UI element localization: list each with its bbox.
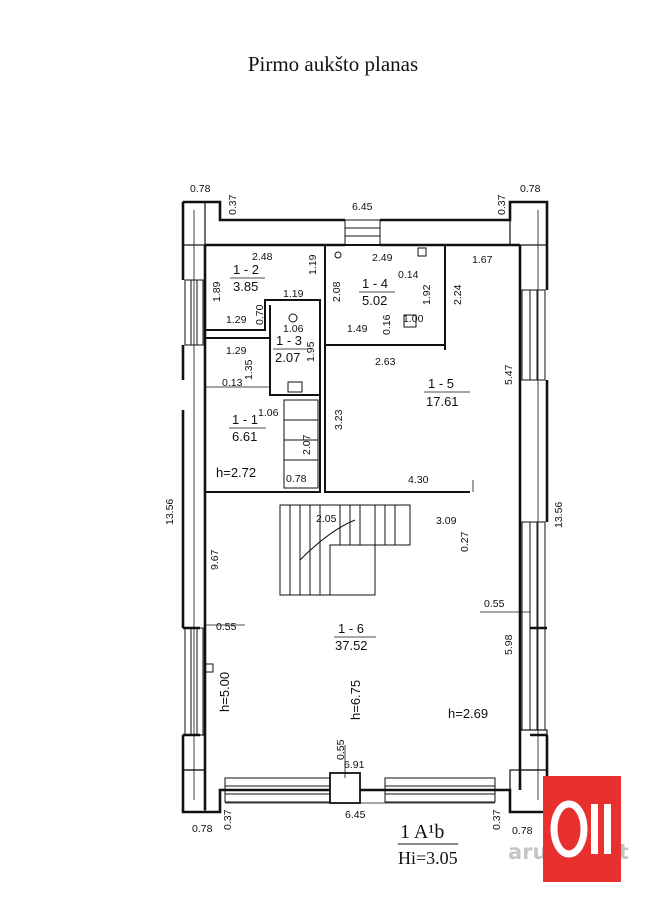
fixtures bbox=[204, 247, 427, 673]
room-height-1-6a: h=5.00 bbox=[217, 672, 232, 712]
brand-logo-badge[interactable] bbox=[543, 776, 621, 882]
floor-code-underline bbox=[398, 843, 458, 845]
partitions bbox=[205, 244, 470, 493]
dim-label: 0.14 bbox=[398, 269, 419, 281]
room-height-1-1: h=2.72 bbox=[216, 465, 256, 480]
dim-label: 2.63 bbox=[375, 356, 396, 368]
room-area-1-4: 5.02 bbox=[362, 293, 387, 308]
dim-label: 0.13 bbox=[222, 377, 243, 389]
room-labels: 1 - 2 3.85 1 - 3 2.07 1 - 4 5.02 1 - 5 1… bbox=[216, 262, 488, 721]
dim-label: 1.35 bbox=[243, 359, 255, 380]
dim-label: 1.67 bbox=[472, 254, 493, 266]
floor-height: Hi=3.05 bbox=[398, 848, 458, 868]
room-area-1-2: 3.85 bbox=[233, 279, 258, 294]
dim-label: 0.37 bbox=[222, 809, 234, 830]
room-id-1-1: 1 - 1 bbox=[232, 412, 258, 427]
room-id-1-4: 1 - 4 bbox=[362, 276, 388, 291]
dim-label: 0.78 bbox=[512, 825, 533, 837]
dim-label: 1.89 bbox=[211, 281, 223, 302]
dim-label: 0.37 bbox=[227, 194, 239, 215]
dim-label: 1.00 bbox=[403, 313, 424, 325]
dim-label: 6.91 bbox=[344, 759, 365, 771]
dim-label: 6.45 bbox=[352, 201, 373, 213]
dim-label: 0.27 bbox=[459, 531, 471, 552]
dim-label: 1.29 bbox=[226, 314, 247, 326]
dim-label: 0.37 bbox=[491, 809, 503, 830]
dim-label: 2.08 bbox=[331, 281, 343, 302]
room-area-1-5: 17.61 bbox=[426, 394, 459, 409]
room-id-1-6: 1 - 6 bbox=[338, 621, 364, 636]
plan-title: Pirmo aukšto planas bbox=[247, 52, 419, 76]
dim-label: 0.78 bbox=[190, 183, 211, 195]
dim-label: 5.47 bbox=[503, 364, 515, 385]
dim-label: 1.19 bbox=[307, 254, 319, 275]
dim-label: 0.16 bbox=[381, 314, 393, 335]
room-id-1-5: 1 - 5 bbox=[428, 376, 454, 391]
dim-label: 1.06 bbox=[283, 323, 304, 335]
dim-label: 2.24 bbox=[452, 284, 464, 305]
dim-label: 0.55 bbox=[484, 598, 505, 610]
room-area-1-3: 2.07 bbox=[275, 350, 300, 365]
room-height-1-6c: h=2.69 bbox=[448, 706, 488, 721]
dim-label: 13.56 bbox=[164, 499, 176, 525]
room-area-1-6: 37.52 bbox=[335, 638, 368, 653]
floor-code: 1 A¹b bbox=[400, 821, 445, 843]
room-id-1-3: 1 - 3 bbox=[276, 333, 302, 348]
room-id-1-2: 1 - 2 bbox=[233, 262, 259, 277]
dim-label: 3.23 bbox=[333, 409, 345, 430]
dim-label: 0.37 bbox=[496, 194, 508, 215]
dimension-labels: 0.78 0.37 6.45 0.37 0.78 13.56 13.56 2.4… bbox=[164, 183, 565, 837]
dim-label: 1.06 bbox=[258, 407, 279, 419]
room-area-1-1: 6.61 bbox=[232, 429, 257, 444]
dim-label: 2.48 bbox=[252, 251, 273, 263]
dim-label: 2.05 bbox=[316, 513, 337, 525]
dim-label: 3.09 bbox=[436, 515, 457, 527]
brand-logo-icon bbox=[550, 800, 611, 858]
staircase bbox=[279, 399, 411, 596]
dim-label: 2.49 bbox=[372, 252, 393, 264]
dim-label: 1.49 bbox=[347, 323, 368, 335]
room-height-1-6b: h=6.75 bbox=[348, 680, 363, 720]
dim-label: 0.55 bbox=[216, 621, 237, 633]
dim-label: 6.45 bbox=[345, 809, 366, 821]
dim-label: 1.92 bbox=[421, 284, 433, 305]
dim-label: 0.70 bbox=[254, 304, 266, 325]
dim-label: 1.19 bbox=[283, 288, 304, 300]
dim-label: 5.98 bbox=[503, 634, 515, 655]
dimension-lines bbox=[193, 210, 539, 804]
dim-label: 13.56 bbox=[553, 502, 565, 528]
dim-label: 0.55 bbox=[335, 739, 347, 760]
dim-label: 1.29 bbox=[226, 345, 247, 357]
dim-label: 1.95 bbox=[305, 341, 317, 362]
dim-label: 0.78 bbox=[286, 473, 307, 485]
dim-label: 9.67 bbox=[209, 549, 221, 570]
dim-label: 2.07 bbox=[301, 434, 313, 455]
dim-label: 4.30 bbox=[408, 474, 429, 486]
dim-label: 0.78 bbox=[192, 823, 213, 835]
dim-label: 0.78 bbox=[520, 183, 541, 195]
